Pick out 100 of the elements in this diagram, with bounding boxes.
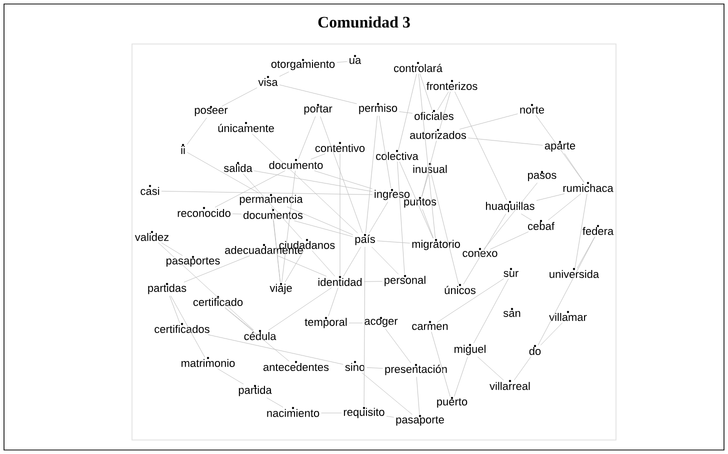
connector-line [252, 134, 358, 234]
connector-line [418, 74, 436, 238]
word-node: miguel [454, 344, 486, 356]
connector-line [454, 91, 507, 200]
connector-line [459, 114, 518, 130]
connector-line [273, 220, 281, 282]
word-node: conexo [462, 248, 498, 257]
word-node: nacimiento [267, 406, 320, 418]
word-node: colectiva [376, 150, 418, 160]
connector-line [422, 174, 429, 197]
node-label: san [503, 310, 520, 317]
connector-line [348, 322, 363, 324]
word-node: requisito [344, 406, 384, 418]
word-node: controlará [394, 62, 442, 72]
connector-line [473, 278, 509, 344]
connector-line [536, 193, 565, 201]
word-node: permanencia [240, 194, 303, 206]
word-node: acoger [364, 316, 398, 328]
word-node: villamar [549, 310, 587, 322]
word-node: presentación [385, 364, 447, 376]
word-node: casi [140, 184, 160, 196]
connector-line [484, 182, 538, 250]
connector-line [520, 214, 532, 220]
connector-line [437, 91, 449, 110]
connector-line [272, 206, 280, 282]
connector-line [310, 153, 326, 160]
word-node: únicos [444, 284, 476, 294]
word-node: otorgamiento [271, 58, 335, 70]
connector-line [170, 296, 206, 358]
connector-line [277, 255, 327, 276]
connector-line [320, 116, 363, 234]
word-node: puerto [437, 396, 468, 408]
node-label: conexo [462, 250, 498, 258]
connector-line [161, 190, 373, 195]
word-node: cédula [244, 330, 276, 340]
connector-line [422, 209, 434, 238]
connector-line [368, 202, 388, 234]
connector-line [399, 161, 434, 238]
connector-line [436, 278, 504, 323]
connector-line [477, 356, 504, 380]
word-node: rumichaca [563, 182, 614, 192]
connector-line [294, 220, 354, 237]
connector-line [314, 170, 373, 190]
connector-line [431, 174, 459, 284]
connector-line [286, 206, 354, 236]
connector-line [169, 296, 180, 324]
connector-line [540, 322, 563, 346]
connector-line [420, 74, 432, 110]
connector-line [279, 84, 357, 104]
word-node: personal [384, 274, 426, 286]
node-label: ii [181, 146, 185, 154]
connector-line [362, 372, 413, 415]
word-node: sur [504, 268, 518, 277]
connector-line [184, 255, 250, 282]
connector-line [336, 61, 348, 63]
connector-line [398, 74, 417, 150]
word-node: autorizados [410, 128, 466, 140]
connector-line [431, 331, 450, 397]
word-node: do [529, 344, 541, 356]
connector-line [254, 170, 373, 192]
word-node: salida [224, 162, 252, 172]
connector-line [386, 416, 394, 418]
word-node: ii [181, 144, 185, 154]
connector-line [364, 246, 366, 406]
connector-line [186, 118, 207, 145]
connector-line [266, 398, 284, 408]
connector-line [439, 91, 451, 130]
connector-line [454, 356, 468, 397]
connector-line [536, 115, 584, 182]
word-node: pasaportes [166, 256, 220, 267]
connector-line [242, 173, 302, 240]
word-node: migratorio [412, 238, 460, 250]
word-node: temporal [304, 316, 347, 328]
connector-line [282, 170, 296, 282]
connector-line [186, 152, 260, 194]
word-node: norte [520, 104, 544, 114]
connector-line [268, 287, 332, 330]
word-node: partidas [148, 282, 186, 294]
connector-line [376, 240, 410, 244]
connector-line [397, 161, 405, 274]
connector-line [385, 328, 412, 364]
connector-line [214, 170, 286, 208]
connector-line [279, 72, 290, 77]
word-node: permiso [359, 102, 398, 114]
word-node: universida [550, 268, 600, 278]
connector-line [222, 87, 258, 106]
word-node: pasos [528, 170, 556, 182]
word-node: matrimonio [182, 356, 235, 368]
connector-line [298, 116, 316, 160]
word-node: validez [134, 230, 169, 242]
connector-line [217, 368, 244, 384]
word-node: contentivo [315, 142, 365, 152]
word-node: viaje [270, 282, 292, 294]
word-node: federa [582, 224, 614, 236]
connector-line [463, 214, 506, 284]
word-node: pasaporte [396, 414, 444, 426]
connector-line [574, 193, 588, 268]
connector-line [538, 236, 596, 346]
connector-line [399, 111, 413, 114]
connector-line [224, 307, 254, 330]
